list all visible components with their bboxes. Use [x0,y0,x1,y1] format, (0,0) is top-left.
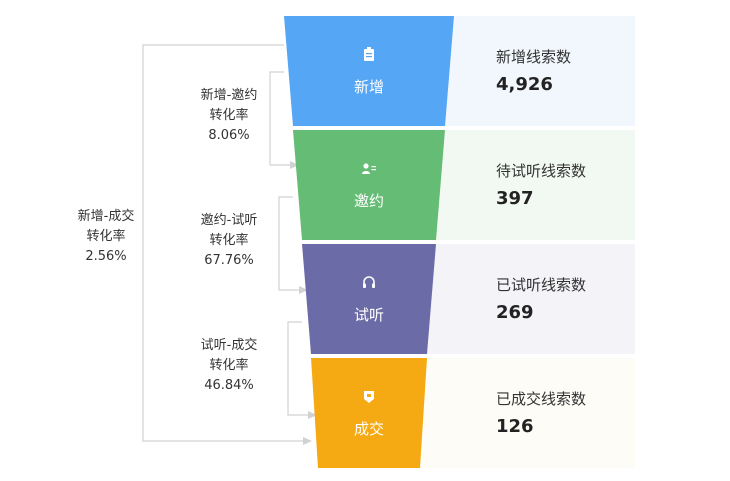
funnel-segment [302,244,436,354]
metric-value: 126 [496,416,534,437]
metric-label: 已试听线索数 [496,276,587,294]
stage-panel-deal: 已成交线索数 126 [420,358,635,468]
overall-conversion-title: 新增-成交 [77,209,135,224]
stage-panel-invite: 待试听线索数 397 [420,130,635,240]
stage-label: 成交 [353,420,384,438]
conversion-rate: 67.76% [204,253,254,268]
conversion-rate: 46.84% [204,378,254,393]
conversion-1: 新增-邀约 转化率 8.06% [185,86,273,146]
conversion-title: 邀约-试听 [200,213,258,228]
funnel-stage-new: 新增 [284,16,454,126]
funnel-segment [284,16,454,126]
conversion-subtitle: 转化率 [209,358,249,373]
clipboard-icon [364,47,374,61]
conversion-subtitle: 转化率 [209,233,249,248]
shield-tag-icon [364,391,374,403]
funnel-stage-trial: 试听 [284,244,454,354]
funnel-stage-invite: 邀约 [284,130,454,240]
overall-conversion-rate: 2.56% [85,249,127,264]
overall-conversion: 新增-成交 转化率 2.56% [62,207,150,267]
overall-conversion-subtitle: 转化率 [86,229,126,244]
conversion-2: 邀约-试听 转化率 67.76% [185,211,273,271]
conversion-rate: 8.06% [208,128,250,143]
conversion-title: 新增-邀约 [200,88,258,103]
stage-label: 新增 [353,78,384,96]
metric-label: 新增线索数 [496,48,572,66]
funnel-segment [293,130,445,240]
metric-value: 397 [496,188,534,209]
conversion-title: 试听-成交 [200,338,258,353]
funnel-stage-deal: 成交 [284,358,454,468]
stage-label: 邀约 [353,192,384,210]
stage-label: 试听 [353,306,384,324]
conversion-subtitle: 转化率 [209,108,249,123]
metric-value: 4,926 [496,74,553,95]
headset-icon [363,276,375,288]
funnel-segment [311,358,427,468]
metric-label: 待试听线索数 [496,162,587,180]
metric-value: 269 [496,302,534,323]
stage-panel-new: 新增线索数 4,926 [420,16,635,126]
conversion-3: 试听-成交 转化率 46.84% [185,336,273,396]
contact-card-icon [362,163,376,174]
metric-label: 已成交线索数 [496,390,587,408]
stage-panel-trial: 已试听线索数 269 [420,244,635,354]
